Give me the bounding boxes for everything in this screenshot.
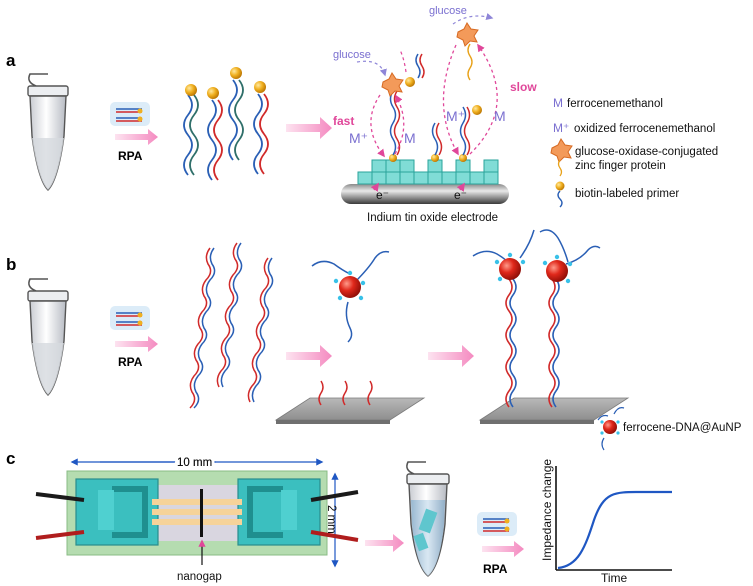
legend-mplus-symbol: M⁺	[553, 121, 569, 135]
panel-b: b RPA	[6, 229, 742, 451]
enzyme-icon-top	[456, 22, 479, 47]
glucose-label-top: glucose	[429, 5, 467, 17]
process-arrow-b2	[428, 345, 474, 367]
rpa-label-a: RPA	[118, 149, 143, 163]
legend-a: M ferrocenemethanol M⁺ oxidized ferrocen…	[550, 96, 718, 208]
sample-tube-icon	[27, 73, 69, 191]
electron-label-left: e⁻	[376, 188, 389, 202]
aunp-probe-free	[311, 250, 390, 343]
aunp-label: ferrocene-DNA@AuNP	[623, 422, 742, 434]
panel-letter-a: a	[6, 51, 16, 70]
legend-enzyme-line1: glucose-oxidase-conjugated	[575, 146, 718, 158]
glucose-label-left: glucose	[333, 49, 371, 61]
sample-tube-icon-b	[27, 278, 69, 396]
m-plus-right-label: M⁺	[446, 108, 465, 124]
rpa-badge-icon-b	[109, 305, 151, 331]
legend-primer-text: biotin-labeled primer	[575, 188, 679, 200]
slow-label: slow	[510, 80, 537, 94]
m-left-label: M	[404, 130, 416, 146]
capture-plate-1	[274, 380, 426, 424]
nanogap-chip	[35, 470, 359, 556]
rpa-arrow-icon-b	[115, 336, 158, 352]
impedance-graph: Impedance change Time	[540, 459, 672, 585]
legend-mplus-text: oxidized ferrocenemethanol	[574, 123, 715, 135]
capture-plate-2	[472, 229, 630, 424]
rpa-label-b: RPA	[118, 355, 143, 369]
legend-aunp	[597, 407, 625, 451]
nanogap-label: nanogap	[177, 571, 222, 583]
fast-label: fast	[333, 114, 354, 128]
amplified-primer-dna	[183, 67, 269, 181]
svg-text:10 mm: 10 mm	[177, 457, 212, 469]
rpa-arrow-icon	[115, 129, 158, 145]
legend-enzyme-icon	[550, 138, 573, 163]
process-arrow-c	[365, 534, 404, 552]
rpa-badge-icon	[109, 101, 151, 127]
panel-a: a RPA	[6, 5, 718, 224]
m-right-label: M	[494, 108, 506, 124]
legend-m-text: ferrocenemethanol	[567, 98, 663, 110]
panel-letter-b: b	[6, 255, 16, 274]
impedance-curve	[557, 490, 672, 570]
rpa-arrow-icon-c	[482, 541, 524, 557]
graph-ylabel: Impedance change	[540, 459, 554, 561]
tube-with-chip	[406, 461, 450, 577]
electrode-assembly	[341, 13, 509, 204]
process-arrow-a	[286, 117, 332, 139]
electron-label-right: e⁻	[454, 188, 467, 202]
legend-m-symbol: M	[553, 96, 563, 110]
rpa-badge-icon-c	[476, 511, 518, 537]
amplicon-dna	[189, 242, 274, 409]
width-label: 10 mm	[177, 457, 212, 469]
panel-letter-c: c	[6, 449, 15, 468]
panel-c: c 10 mm 10 mm 2 mm	[6, 449, 672, 585]
enzyme-icon-left	[381, 72, 404, 97]
m-plus-left-label: M⁺	[349, 130, 368, 146]
rpa-label-c: RPA	[483, 562, 508, 576]
process-arrow-b1	[286, 345, 332, 367]
legend-enzyme-line2: zinc finger protein	[575, 160, 666, 172]
graph-xlabel: Time	[601, 571, 628, 585]
legend-biotin-icon	[555, 181, 565, 191]
electrode-label: Indium tin oxide electrode	[367, 212, 498, 224]
height-label: 2 mm	[325, 505, 337, 534]
